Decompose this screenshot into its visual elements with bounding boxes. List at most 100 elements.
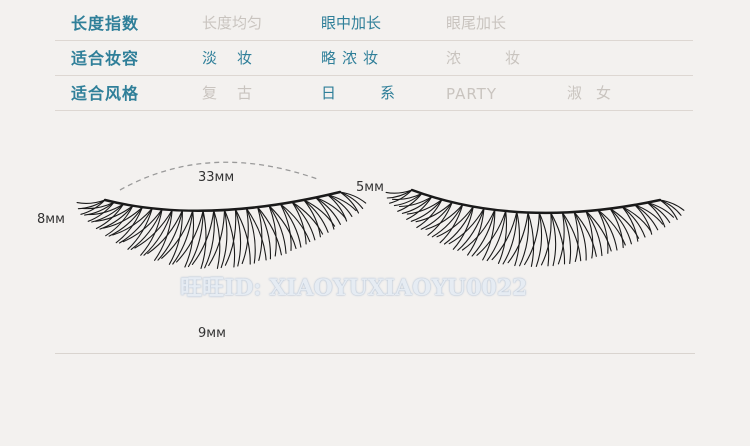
lash-hair <box>406 196 433 220</box>
lash-hair <box>621 206 652 232</box>
lash-hair <box>105 205 134 237</box>
lash-hair <box>507 211 529 264</box>
lash-hair <box>257 206 271 260</box>
lash-hair <box>561 212 582 262</box>
lash-hair <box>315 196 347 219</box>
lash-hair <box>112 207 153 236</box>
lash-hair <box>103 206 144 229</box>
lash-hair <box>108 206 144 237</box>
lash-hair <box>224 208 237 266</box>
lash-hair <box>585 210 603 257</box>
lash-hair <box>573 211 587 261</box>
lash-hair <box>561 212 572 265</box>
lash-hair <box>401 196 433 214</box>
lash-hair <box>154 209 173 261</box>
lash-hair <box>279 203 302 248</box>
lash-hair <box>621 206 646 238</box>
lash-hair <box>634 204 659 231</box>
lash-hair <box>279 203 292 252</box>
lash-hair <box>187 210 204 268</box>
option-tail-longer: 眼尾加长 <box>446 14 507 32</box>
lash-hair <box>646 202 671 224</box>
lash-hair <box>176 210 204 263</box>
option-light-makeup: 淡妆 <box>202 49 273 67</box>
dimension-width: 33мм <box>198 170 235 185</box>
lash-hair <box>550 212 566 265</box>
lash-hair <box>634 204 664 225</box>
lash-hair <box>471 209 496 257</box>
lash-hair <box>76 199 106 205</box>
lash-hair <box>439 204 464 244</box>
lash-hair <box>303 199 329 233</box>
lash-hair <box>538 212 550 267</box>
lash-hair <box>634 204 653 235</box>
lash-hair <box>476 210 507 256</box>
lash-hair <box>398 196 433 208</box>
bottom-divider <box>55 353 695 354</box>
lash-hair <box>268 205 297 250</box>
lash-hair <box>327 194 348 222</box>
lash-hair <box>268 205 277 257</box>
left-lash <box>76 190 367 269</box>
lash-hair <box>339 191 360 214</box>
lash-hair <box>223 209 236 268</box>
lash-hair <box>391 192 423 201</box>
lash-hair <box>303 199 321 238</box>
lash-hair <box>573 211 579 263</box>
lash-hair <box>573 211 597 257</box>
lash-hair <box>597 209 618 251</box>
dimension-band: 9мм <box>198 326 226 341</box>
label-suitable-style: 适合风格 <box>71 84 140 103</box>
dimension-height: 8мм <box>37 212 65 227</box>
lash-hair <box>200 210 207 269</box>
label-suitable-makeup: 适合妆容 <box>71 49 140 68</box>
lash-hair <box>161 210 194 259</box>
lash-hair <box>234 208 242 267</box>
lash-hair <box>143 209 173 256</box>
lash-hair <box>646 202 675 218</box>
lash-hair <box>436 206 474 238</box>
lash-hair <box>81 201 115 210</box>
lash-hair <box>482 209 496 261</box>
lash-hair <box>585 210 594 259</box>
lash-hair <box>621 206 639 242</box>
option-uniform-length: 长度均匀 <box>202 14 263 32</box>
lash-hair <box>425 204 464 230</box>
lash-hair <box>443 206 474 245</box>
lash-hair <box>95 203 125 230</box>
lash-hair <box>609 208 624 249</box>
lash-hair <box>130 208 163 250</box>
lash-hair <box>172 210 194 265</box>
lash-hair <box>431 204 464 238</box>
lash-hair <box>420 201 453 230</box>
lash-hair <box>268 205 287 254</box>
lash-hair <box>486 210 507 262</box>
lash-hair <box>393 192 423 207</box>
lash-hair <box>204 209 215 269</box>
lash-hair <box>88 203 125 216</box>
lash-hair <box>245 207 256 264</box>
lash-hair <box>115 206 144 244</box>
lash-hair <box>535 212 543 267</box>
lash-hair <box>497 210 508 264</box>
option-retro: 复古 <box>202 84 273 102</box>
spec-row-makeup: 适合妆容 淡妆 略浓妆 浓妆 <box>55 41 693 76</box>
lash-hair <box>91 203 125 223</box>
option-center-longer: 眼中加长 <box>321 14 382 32</box>
watermark-text: 旺旺ID: XIAOYUXIAOYU0022 <box>180 275 528 301</box>
lash-hair <box>585 210 612 252</box>
lash-hair <box>448 207 485 245</box>
lash-hair <box>457 207 485 251</box>
lash-hair <box>519 211 530 267</box>
width-arc <box>119 161 321 191</box>
lash-hair <box>134 209 173 249</box>
lash-hair <box>147 209 183 255</box>
lash-hair <box>427 201 453 236</box>
lash-hair <box>118 207 153 244</box>
lash-hair <box>220 209 228 269</box>
lash-hair <box>416 199 443 229</box>
lash-hair <box>467 207 485 256</box>
lash-hair <box>385 189 413 194</box>
lash-hair <box>327 194 353 217</box>
lash-hair <box>659 199 678 221</box>
